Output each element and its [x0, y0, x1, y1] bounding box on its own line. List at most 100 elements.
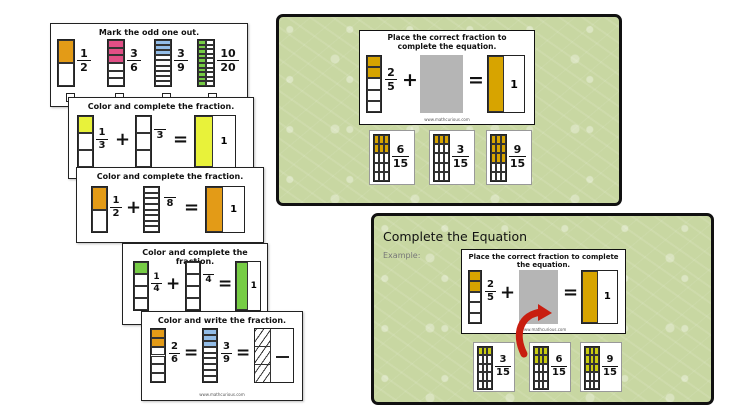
- fraction-blank-over-eight[interactable]: 8: [164, 196, 176, 209]
- worksheet-title: Color and complete the fraction.: [96, 172, 244, 181]
- fraction-cell: [443, 135, 449, 145]
- fraction-cell: [198, 44, 206, 50]
- drop-target[interactable]: [420, 55, 463, 113]
- whole-bar: 1: [205, 186, 245, 233]
- equals-sign: =: [563, 282, 579, 303]
- whole-bar: 1: [581, 270, 618, 324]
- fraction-cell: [144, 192, 159, 199]
- fraction-cell: [487, 355, 492, 364]
- fraction-bar-blank-thirds[interactable]: [135, 115, 152, 168]
- fraction-cell: [534, 380, 539, 389]
- fraction-cell: [155, 80, 171, 86]
- fraction-cell: [438, 144, 444, 154]
- fraction-cell: [585, 347, 590, 356]
- answer-blank[interactable]: [275, 356, 290, 358]
- fraction-bar-sixths: [150, 328, 166, 383]
- fraction-cell: [155, 75, 171, 81]
- fraction-cell: [144, 215, 159, 221]
- fraction-cell: [378, 153, 384, 163]
- fraction-cell: [585, 355, 590, 364]
- fraction-bar-halves: [57, 39, 75, 87]
- fraction-cell: [589, 347, 595, 356]
- fraction-cell: [500, 153, 506, 163]
- fraction-cell: [206, 81, 214, 86]
- slide-heading: Complete the Equation: [383, 229, 528, 244]
- fraction-cell: [594, 363, 599, 373]
- fraction-cell: [374, 153, 379, 163]
- fraction-cell: [155, 65, 171, 71]
- fraction-cell: [495, 162, 501, 172]
- fraction-cell: [374, 171, 379, 181]
- fraction-cell: [478, 372, 483, 381]
- fraction-bar-halves: [91, 186, 108, 233]
- site-footer: www.mathcurious.com: [424, 117, 470, 122]
- fraction-cell: [478, 347, 483, 356]
- fraction-cell: [203, 364, 217, 371]
- fraction-cell: [203, 370, 217, 377]
- fraction-cell: [482, 380, 488, 389]
- fraction-cell: [144, 198, 159, 204]
- fraction-cell: [383, 153, 389, 163]
- fraction-cell: [378, 135, 384, 145]
- example-label: Example:: [383, 251, 421, 260]
- fraction-cell: [500, 135, 506, 145]
- fraction-cell: [534, 347, 539, 356]
- fraction-blank-over-four[interactable]: 4: [203, 273, 214, 285]
- fraction-cell: [478, 355, 483, 364]
- fraction-cell: [206, 44, 214, 50]
- fraction-cell: [589, 363, 595, 373]
- fraction-cell: [198, 81, 206, 86]
- fraction-cell: [144, 187, 159, 193]
- fraction-bar-blank-fourths[interactable]: [185, 261, 201, 311]
- fraction-bar-blank-eighths[interactable]: [143, 186, 160, 233]
- fraction-cell: [203, 329, 217, 335]
- equals-sign: =: [468, 69, 484, 91]
- fraction-cell: [206, 63, 214, 68]
- fraction-cell: [443, 153, 449, 163]
- equals-sign: =: [218, 274, 233, 294]
- fraction-cell: [538, 363, 544, 373]
- worksheet-title: Mark the odd one out.: [98, 28, 200, 37]
- fraction-cell: [155, 55, 171, 61]
- fraction-cell: [589, 380, 595, 389]
- fraction-cell: [155, 45, 171, 51]
- whole-bar: 1: [235, 261, 261, 311]
- fraction-cell: [203, 346, 217, 353]
- fraction-cell: [443, 144, 449, 154]
- slide-bottom: Complete the Equation Example: Place the…: [371, 213, 714, 405]
- equation-instruction: Place the correct fraction to complete t…: [387, 33, 507, 51]
- fraction-cell: [543, 372, 548, 381]
- fraction-cell: [383, 135, 389, 145]
- fraction-cell: [487, 347, 492, 356]
- fraction-bar-ninths: [202, 328, 218, 383]
- whole-value: 1: [230, 204, 238, 215]
- fraction-cell: [434, 135, 439, 145]
- equals-sign: =: [236, 343, 251, 363]
- fraction-cell: [500, 162, 506, 172]
- whole-bar: 1: [487, 55, 525, 113]
- fraction-blank-over-three[interactable]: 3: [154, 128, 166, 141]
- fraction-bar-fourths: [133, 261, 149, 311]
- fraction-cell: [594, 372, 599, 381]
- fraction-cell: [206, 49, 214, 54]
- whole-value: 1: [220, 136, 228, 147]
- fraction-cell: [594, 355, 599, 364]
- fraction-cell: [534, 355, 539, 364]
- fraction-cell: [543, 347, 548, 356]
- fraction-cell: [203, 358, 217, 365]
- fraction-cell: [495, 171, 501, 181]
- fraction-bar-fifths: [468, 270, 482, 324]
